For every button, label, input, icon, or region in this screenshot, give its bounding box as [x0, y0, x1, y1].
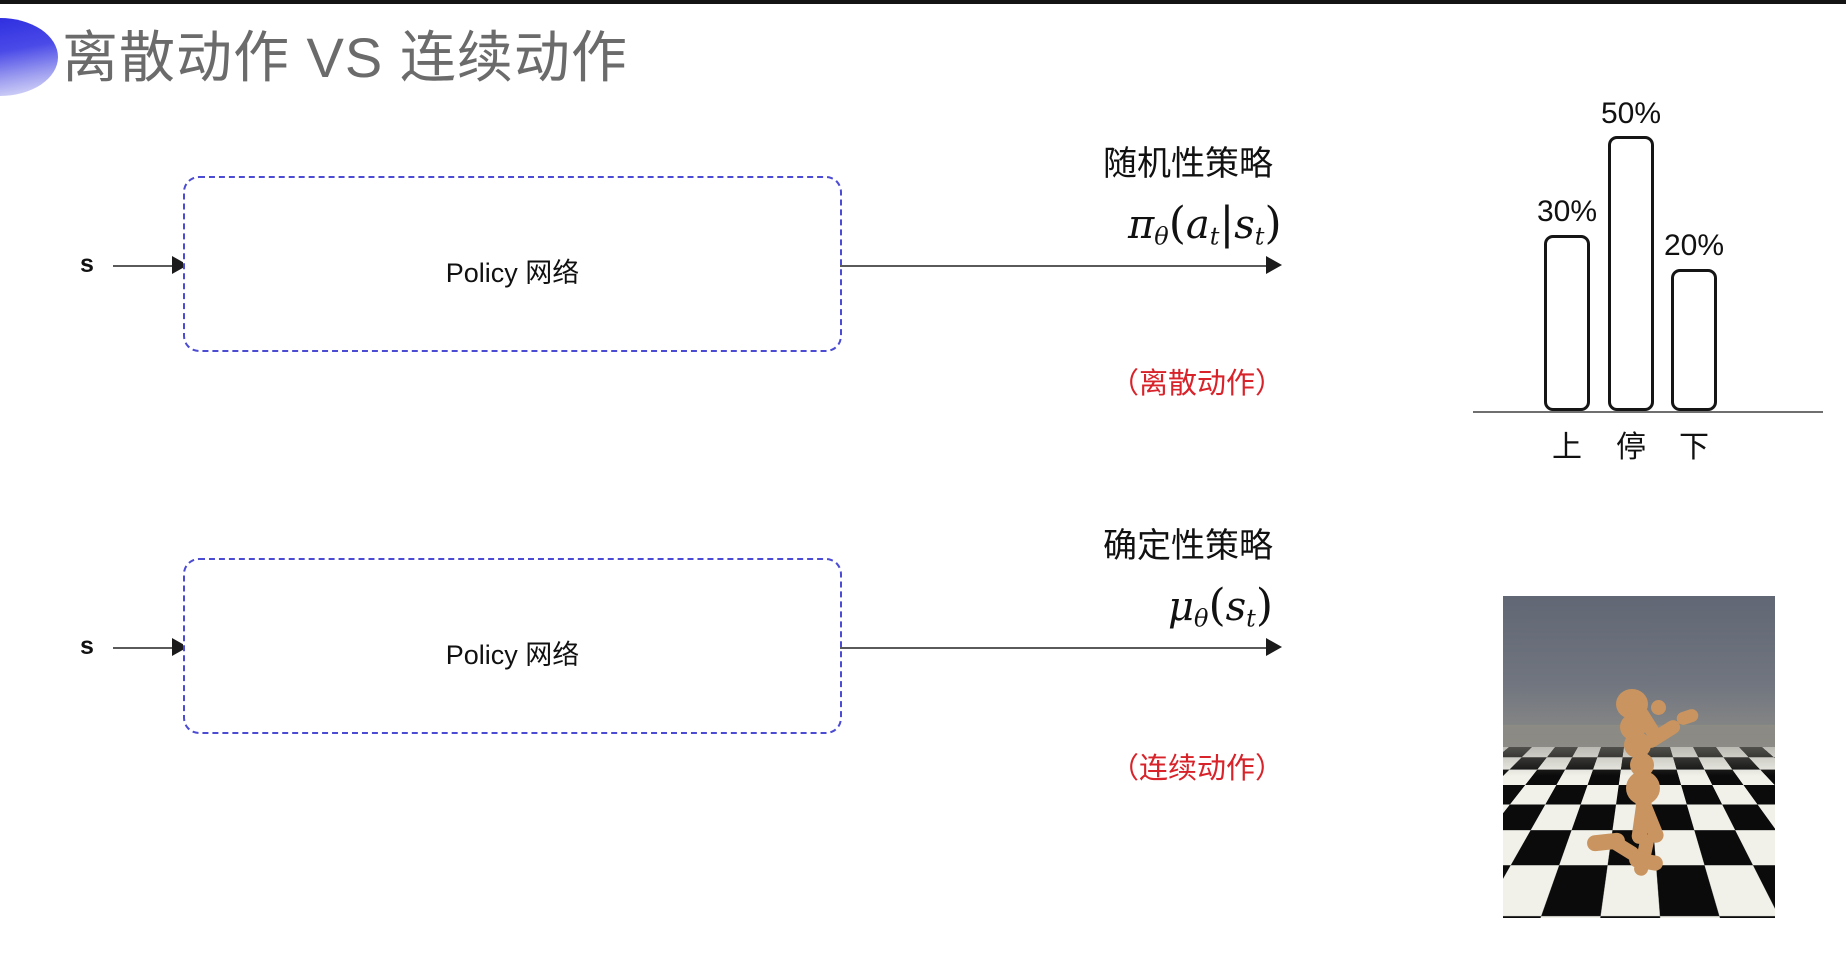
bar-tick-up: 上	[1552, 431, 1582, 464]
bar-down	[1671, 269, 1717, 411]
bar-stop	[1608, 136, 1654, 411]
policy-network-label-discrete: Policy 网络	[445, 258, 580, 288]
formula-mu: μ	[1168, 584, 1194, 630]
deterministic-policy-formula: μθ(st)	[1168, 580, 1273, 633]
formula-a: a	[1185, 202, 1210, 248]
formula-s-2: s	[1225, 584, 1247, 630]
action-probability-bar-chart: 30% 上 50% 停 20% 下	[1460, 95, 1840, 464]
discrete-action-note: （离散动作）	[1110, 368, 1285, 400]
formula-theta-2: θ	[1194, 604, 1209, 633]
input-arrow-line-continuous	[113, 647, 175, 649]
page-title: 离散动作 VS 连续动作	[62, 26, 628, 89]
output-arrow-head-continuous	[1266, 638, 1282, 656]
stochastic-policy-formula: πθ(at|st)	[1128, 198, 1282, 251]
continuous-action-note: （连续动作）	[1110, 753, 1285, 785]
policy-network-box-discrete[interactable]: Policy 网络	[183, 176, 842, 352]
bar-value-stop: 50%	[1600, 97, 1662, 130]
humanoid-hand-right	[1651, 700, 1666, 715]
bar-tick-stop: 停	[1616, 431, 1646, 464]
bar-value-up: 30%	[1536, 195, 1598, 228]
state-label-discrete: s	[80, 250, 94, 278]
formula-condition-bar: |	[1219, 198, 1235, 249]
state-label-continuous: s	[80, 632, 94, 660]
chart-baseline-axis	[1473, 411, 1823, 413]
formula-subscript-t1: t	[1209, 222, 1220, 251]
stochastic-policy-label: 随机性策略	[1103, 145, 1273, 183]
formula-subscript-t3: t	[1246, 604, 1256, 633]
policy-network-box-continuous[interactable]: Policy 网络	[183, 558, 842, 734]
formula-subscript-t2: t	[1254, 222, 1265, 251]
humanoid-simulation-image	[1503, 596, 1775, 918]
formula-open-paren: (	[1168, 198, 1186, 249]
formula-open-paren-2: (	[1208, 580, 1226, 631]
formula-close-paren: )	[1264, 198, 1282, 249]
bar-up	[1544, 235, 1590, 411]
formula-pi: π	[1128, 202, 1155, 248]
output-arrow-head-discrete	[1266, 256, 1282, 274]
formula-s: s	[1234, 202, 1255, 248]
deterministic-policy-label: 确定性策略	[1103, 527, 1273, 565]
output-arrow-line-discrete	[840, 265, 1270, 267]
title-bullet-icon	[0, 18, 58, 96]
input-arrow-line-discrete	[113, 265, 175, 267]
bar-value-down: 20%	[1663, 229, 1725, 262]
policy-network-label-continuous: Policy 网络	[445, 640, 580, 670]
output-arrow-line-continuous	[840, 647, 1270, 649]
bar-tick-down: 下	[1679, 431, 1709, 464]
formula-theta: θ	[1154, 222, 1169, 251]
top-edge-strip	[0, 0, 1846, 4]
formula-close-paren-2: )	[1255, 580, 1273, 631]
